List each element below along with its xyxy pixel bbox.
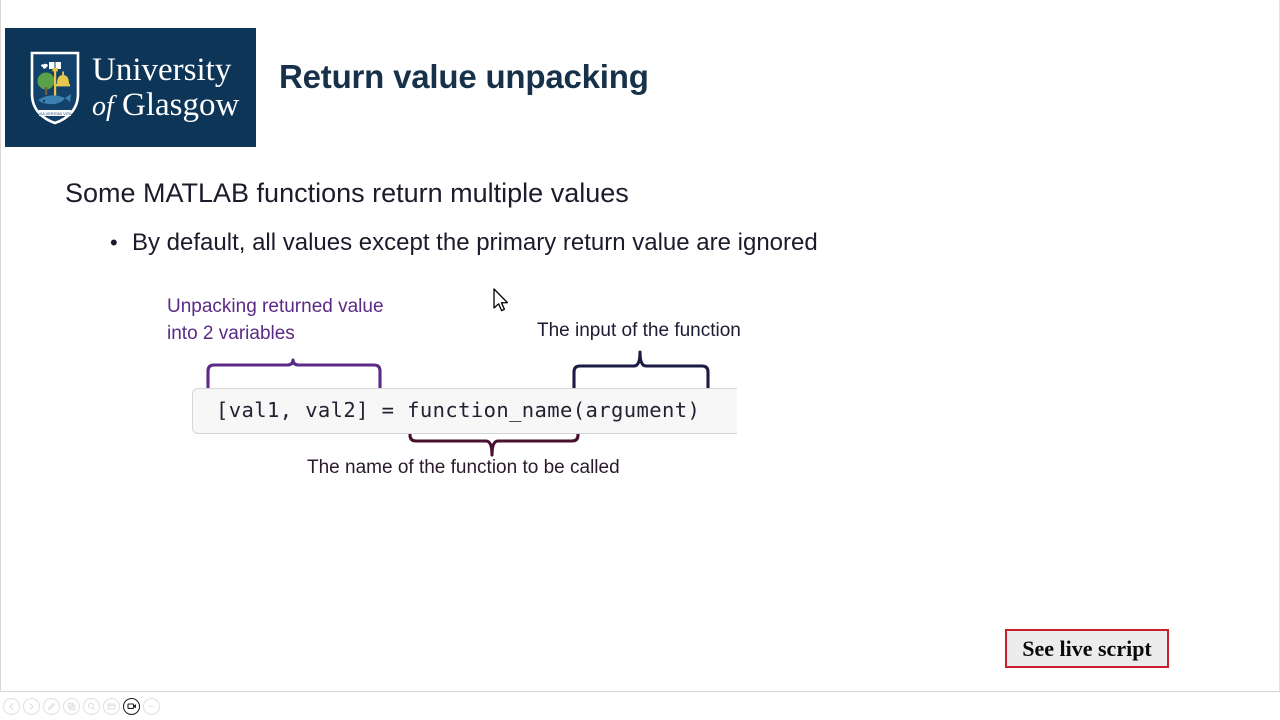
wordmark-glasgow: Glasgow [122, 86, 240, 123]
frame-edge-bottom [0, 691, 1280, 692]
page-title: Return value unpacking [279, 58, 649, 95]
window-icon[interactable] [103, 697, 120, 715]
forward-icon[interactable] [23, 697, 40, 715]
annotation-unpacking-line-1: Unpacking returned value [167, 296, 384, 317]
player-toolbar [0, 692, 1280, 720]
frame-edge-left [0, 0, 1, 692]
crest-motto: VIA VERITAS VITA [39, 110, 72, 115]
wordmark-line-2: of Glasgow [92, 86, 240, 123]
back-icon[interactable] [3, 697, 20, 715]
more-icon[interactable] [143, 697, 160, 715]
brace-input [571, 350, 711, 395]
annotation-input: The input of the function [537, 320, 741, 341]
wordmark-line-1: University [92, 51, 232, 88]
body-lead-text: Some MATLAB functions return multiple va… [65, 178, 629, 208]
search-icon[interactable] [83, 697, 100, 715]
annotation-unpacking-line-2: into 2 variables [167, 322, 295, 344]
bullet-marker-icon: • [110, 230, 118, 255]
code-snippet-text: [val1, val2] = function_name(argument) [216, 398, 701, 422]
brace-function-name [407, 424, 581, 462]
body-bullet-item: • By default, all values except the prim… [110, 229, 818, 257]
university-logo-block: VIA VERITAS VITA University of Glasgow [5, 28, 256, 147]
wordmark-of: of [92, 90, 114, 122]
annotation-unpacking: Unpacking returned value into 2 variable… [167, 294, 384, 348]
annotation-function-name: The name of the function to be called [307, 457, 620, 478]
camera-icon[interactable] [123, 697, 140, 715]
code-snippet-box: [val1, val2] = function_name(argument) [192, 388, 737, 434]
bullet-text: By default, all values except the primar… [132, 229, 818, 256]
pen-icon[interactable] [43, 697, 60, 715]
mouse-pointer-icon [492, 288, 510, 314]
brace-unpacking [205, 358, 383, 395]
university-crest-icon: VIA VERITAS VITA [29, 50, 81, 126]
copy-icon[interactable] [63, 697, 80, 715]
see-live-script-button[interactable]: See live script [1005, 629, 1169, 668]
university-wordmark: University of Glasgow [92, 51, 240, 123]
